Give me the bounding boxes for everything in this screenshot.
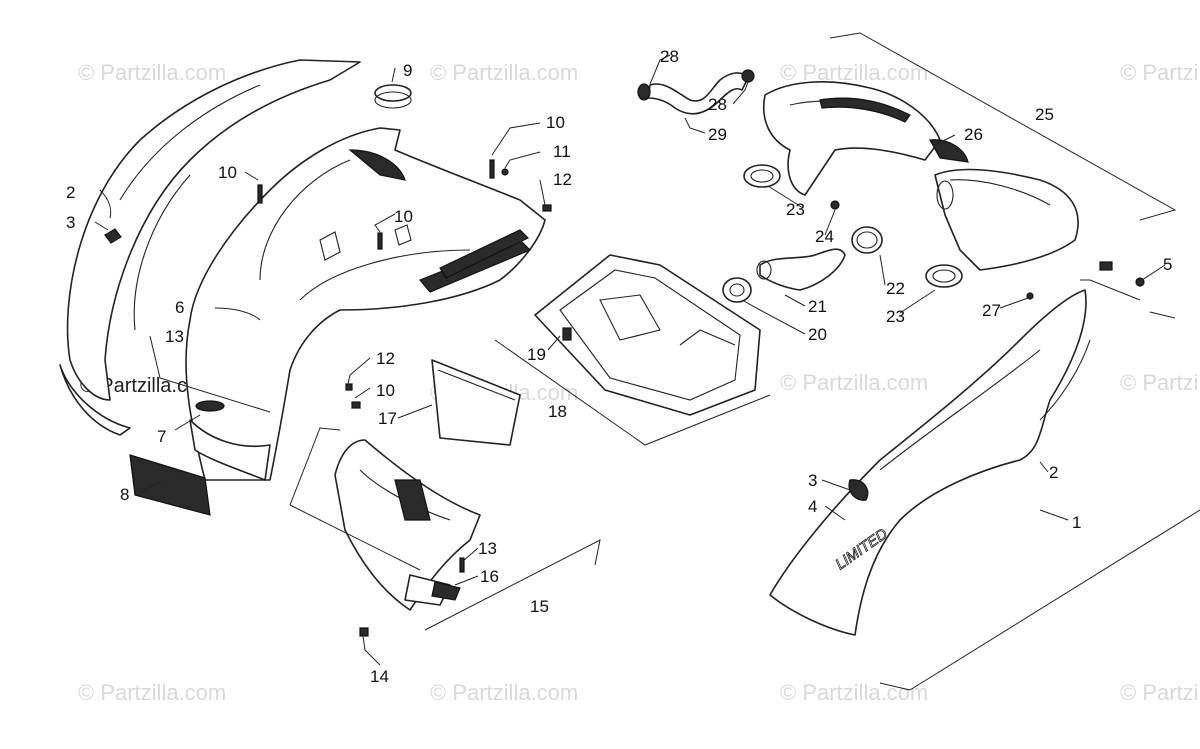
watermark: © Partzilla.com xyxy=(1120,370,1200,395)
shield xyxy=(431,359,521,446)
callout-label: 9 xyxy=(403,61,412,80)
callout-label: 10 xyxy=(218,163,237,182)
callout-label: 7 xyxy=(157,427,166,446)
callout-label: 3 xyxy=(66,213,75,232)
hose xyxy=(637,69,755,115)
callout-label: 13 xyxy=(165,327,184,346)
watermark: © Partzilla.com xyxy=(780,370,928,395)
callout-label: 17 xyxy=(378,409,397,428)
callout-label: 28 xyxy=(708,95,727,114)
callout-label: 10 xyxy=(546,113,565,132)
callout-label: 28 xyxy=(660,47,679,66)
watermark: © Partzilla.com xyxy=(780,60,928,85)
callout-label: 23 xyxy=(786,200,805,219)
right-side-panel: LIMITED xyxy=(769,289,1091,636)
air-box xyxy=(534,254,761,416)
callout-label: 4 xyxy=(808,497,817,516)
watermark: © Partzilla.com xyxy=(1120,680,1200,705)
watermark: © Partzilla.com xyxy=(78,680,226,705)
mesh-screen xyxy=(129,454,211,516)
watermark: © Partzilla.com xyxy=(430,60,578,85)
callout-label: 14 xyxy=(370,667,389,686)
callout-label: 16 xyxy=(480,567,499,586)
hood xyxy=(185,127,546,481)
lower-front-panel xyxy=(334,439,481,611)
callout-label: 15 xyxy=(530,597,549,616)
left-side-panel xyxy=(59,59,361,436)
callout-label: 20 xyxy=(808,325,827,344)
callout-label: 3 xyxy=(808,471,817,490)
clamp xyxy=(851,226,883,254)
hardware xyxy=(257,159,1145,637)
callout-label: 22 xyxy=(886,279,905,298)
callout-label: 5 xyxy=(1163,255,1172,274)
watermark: © Partzilla.com xyxy=(80,375,215,397)
callout-label: 27 xyxy=(982,301,1001,320)
seal xyxy=(722,277,752,303)
callout-label: 11 xyxy=(553,142,571,161)
callout-label: 26 xyxy=(964,125,983,144)
seal xyxy=(925,264,963,288)
callout-label: 23 xyxy=(886,307,905,326)
callout-label: 25 xyxy=(1035,105,1054,124)
seal xyxy=(743,164,781,188)
callout-label: 1 xyxy=(1072,513,1081,532)
callouts: 1 2 2 3 3 4 5 6 7 8 9 10 10 10 10 11 12 … xyxy=(66,47,1172,686)
callout-label: 21 xyxy=(808,297,827,316)
intake-silencer xyxy=(763,81,1079,271)
callout-label: 10 xyxy=(376,381,395,400)
callout-label: 12 xyxy=(376,349,395,368)
group-brackets xyxy=(289,32,1200,691)
watermark: © Partzilla.com xyxy=(78,60,226,85)
callout-label: 13 xyxy=(478,539,497,558)
callout-label: 6 xyxy=(175,298,184,317)
callout-label: 2 xyxy=(1049,463,1058,482)
watermark: © Partzilla.com xyxy=(1120,60,1200,85)
leader-lines xyxy=(94,54,1166,666)
callout-label: 19 xyxy=(527,345,546,364)
callout-label: 2 xyxy=(66,183,75,202)
callout-label: 12 xyxy=(553,170,572,189)
grommet xyxy=(374,84,412,102)
callout-label: 8 xyxy=(120,485,129,504)
duct xyxy=(759,248,846,291)
watermark: © Partzilla.com xyxy=(780,680,928,705)
watermark: © Partzilla.com xyxy=(430,680,578,705)
callout-label: 29 xyxy=(708,125,727,144)
callout-label: 10 xyxy=(394,207,413,226)
callout-label: 18 xyxy=(548,402,567,421)
callout-label: 24 xyxy=(815,227,834,246)
